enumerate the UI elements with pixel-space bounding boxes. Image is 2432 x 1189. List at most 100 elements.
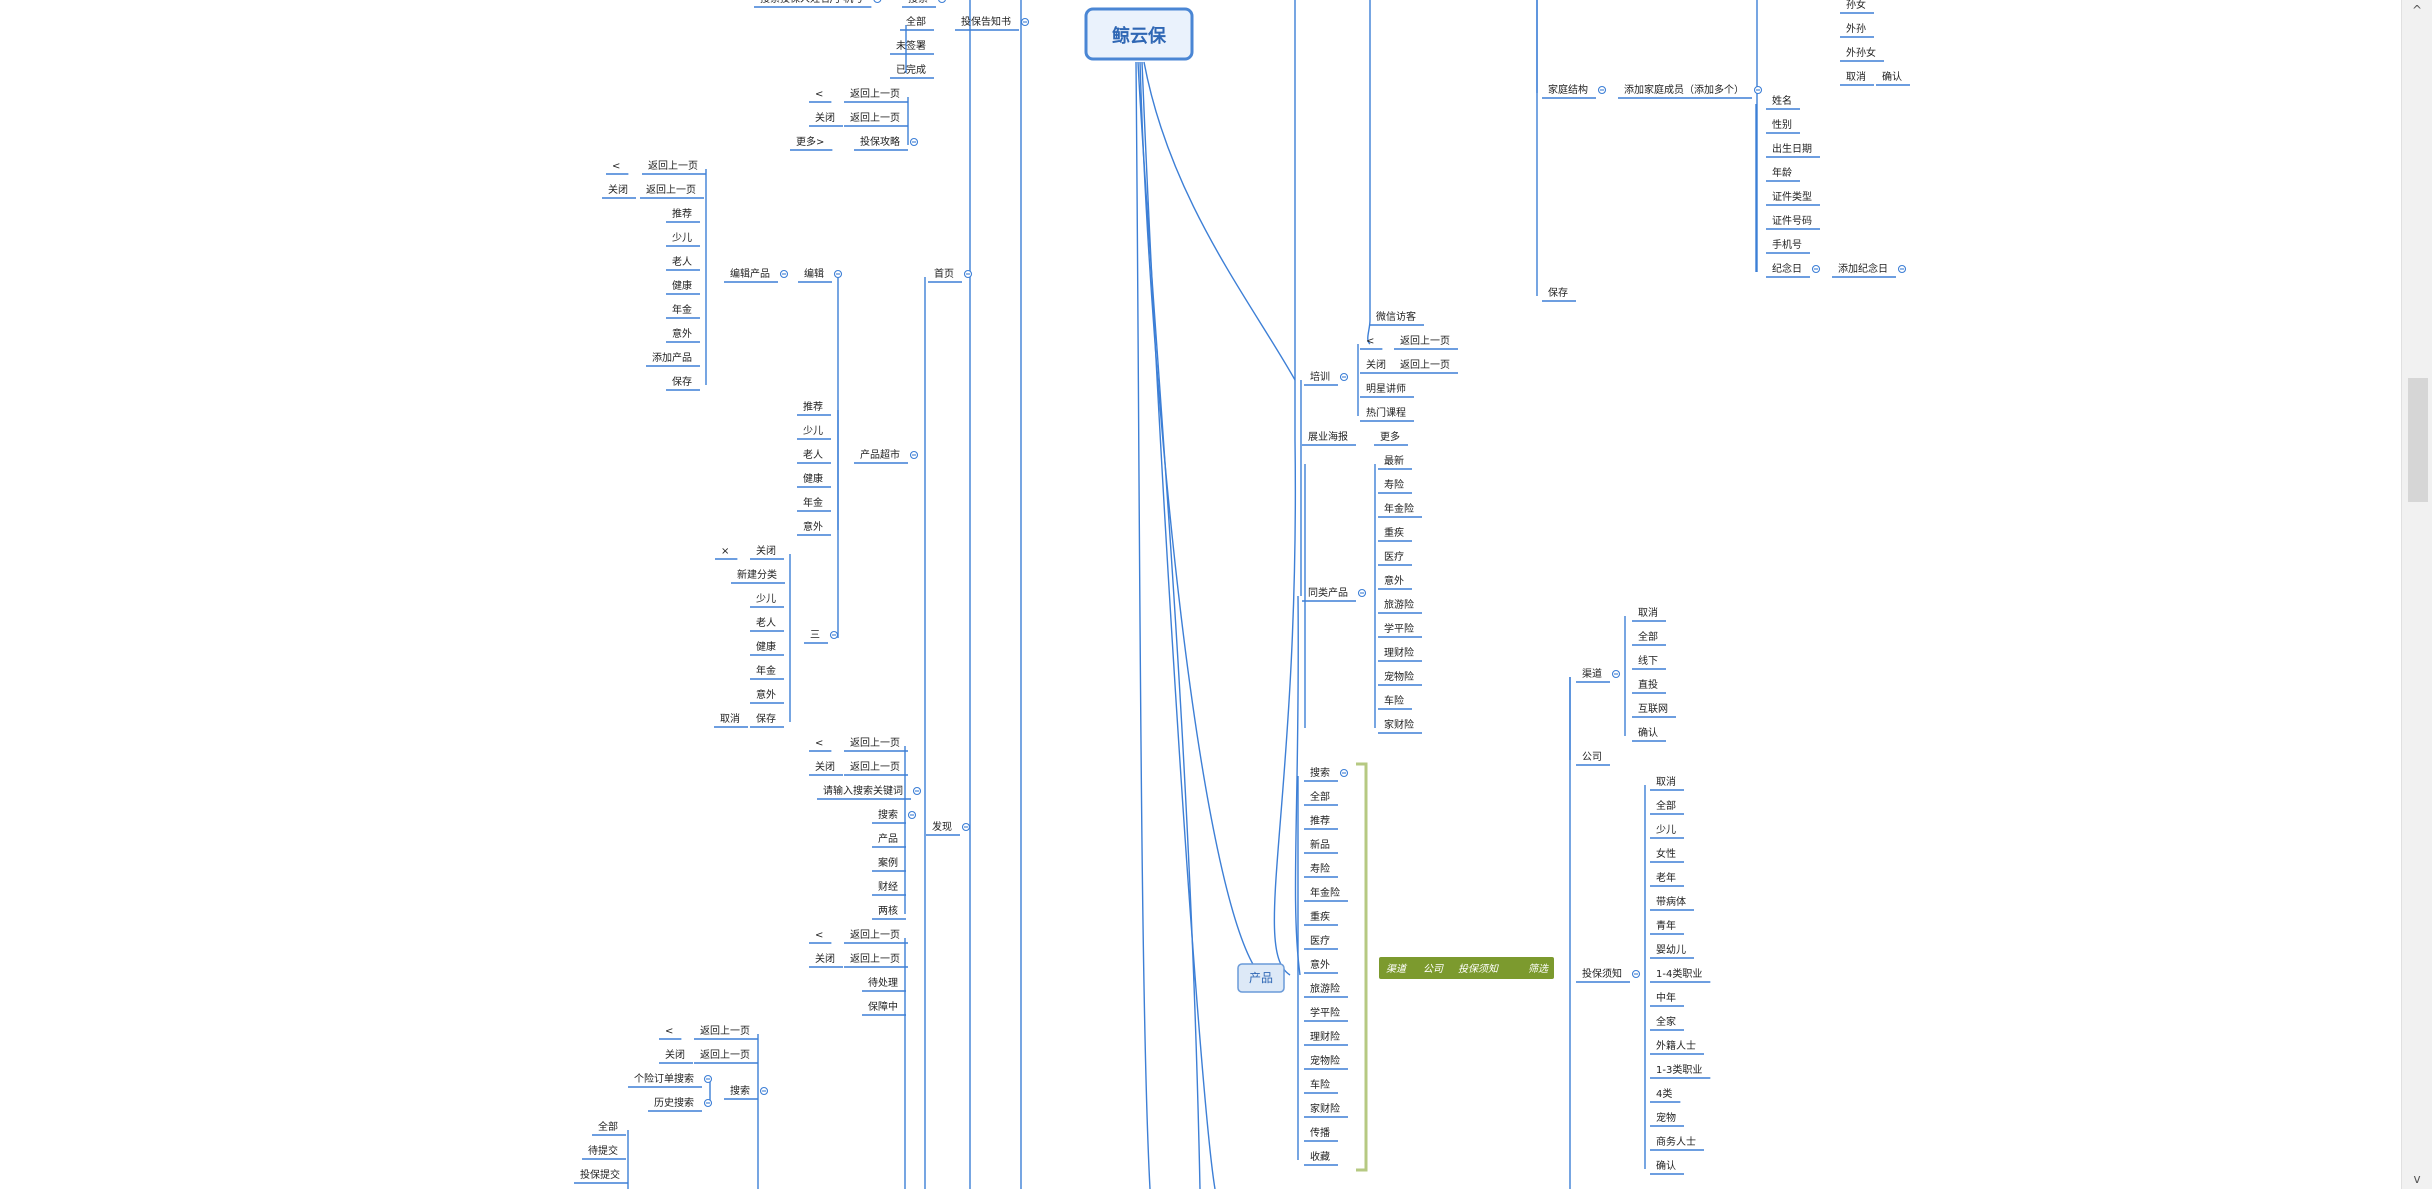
- mindmap-node[interactable]: 中年: [1650, 991, 1684, 1007]
- mindmap-node[interactable]: 关闭: [1360, 358, 1394, 374]
- mindmap-node[interactable]: 展业海报: [1302, 430, 1356, 446]
- mindmap-node[interactable]: 添加家庭成员（添加多个）: [1618, 83, 1763, 99]
- mindmap-node[interactable]: 全部: [1650, 799, 1684, 815]
- mindmap-node[interactable]: 年金: [797, 496, 831, 512]
- mindmap-node[interactable]: 全部: [1632, 630, 1666, 646]
- mindmap-node[interactable]: 外孙: [1840, 22, 1874, 38]
- mindmap-node[interactable]: 全部: [1304, 790, 1338, 806]
- mindmap-node[interactable]: 关闭: [750, 544, 784, 560]
- mindmap-node[interactable]: 关闭: [809, 111, 843, 127]
- mindmap-node[interactable]: 待提交: [582, 1144, 626, 1160]
- mindmap-node[interactable]: 带病体: [1650, 895, 1694, 911]
- mindmap-node[interactable]: 商务人士: [1650, 1135, 1704, 1151]
- mindmap-node[interactable]: 4类: [1650, 1087, 1681, 1103]
- mindmap-node[interactable]: 同类产品: [1302, 586, 1367, 602]
- mindmap-node[interactable]: 返回上一页: [694, 1049, 758, 1064]
- mindmap-node[interactable]: 个险订单搜索: [628, 1072, 713, 1088]
- mindmap-node[interactable]: 婴幼儿: [1650, 943, 1694, 959]
- mindmap-node[interactable]: 医疗: [1378, 550, 1412, 566]
- mindmap-node[interactable]: 已完成: [890, 63, 934, 79]
- filter-bar-item-notice[interactable]: 投保须知: [1458, 963, 1499, 975]
- mindmap-node[interactable]: 历史搜索: [648, 1096, 713, 1112]
- product-node[interactable]: 产品: [1237, 963, 1285, 993]
- mindmap-node[interactable]: 孙女: [1840, 0, 1874, 14]
- mindmap-node[interactable]: 姓名: [1766, 94, 1800, 110]
- mindmap-node[interactable]: 取消: [1632, 606, 1666, 622]
- mindmap-node[interactable]: 老人: [666, 255, 700, 271]
- mindmap-node[interactable]: 新建分类: [731, 568, 785, 584]
- mindmap-node[interactable]: 产品: [872, 832, 906, 848]
- collapse-toggle-icon[interactable]: [938, 0, 946, 4]
- mindmap-node[interactable]: 请输入搜索关键词: [817, 784, 922, 800]
- mindmap-node[interactable]: 纪念日: [1766, 262, 1821, 278]
- mindmap-node[interactable]: 返回上一页: [694, 1025, 758, 1040]
- mindmap-node[interactable]: 财经: [872, 880, 906, 896]
- mindmap-node[interactable]: <: [1360, 336, 1383, 350]
- mindmap-node[interactable]: 意外: [1378, 574, 1412, 590]
- mindmap-node[interactable]: 少儿: [1650, 824, 1684, 839]
- mindmap-node[interactable]: 重疾: [1304, 910, 1338, 926]
- mindmap-node[interactable]: 返回上一页: [640, 184, 704, 199]
- mindmap-node[interactable]: 家财险: [1304, 1102, 1348, 1118]
- mindmap-node[interactable]: 健康: [666, 279, 700, 295]
- mindmap-node[interactable]: 返回上一页: [844, 761, 908, 776]
- mindmap-node[interactable]: 全部: [900, 15, 934, 31]
- mindmap-node[interactable]: 培训: [1304, 370, 1349, 386]
- mindmap-node[interactable]: 学平险: [1378, 622, 1422, 638]
- mindmap-node[interactable]: 确认: [1876, 70, 1910, 86]
- mindmap-node[interactable]: 推荐: [666, 207, 700, 223]
- mindmap-node[interactable]: 意外: [666, 327, 700, 343]
- root-node[interactable]: 鲸云保: [1084, 7, 1194, 61]
- filter-bar-item-company[interactable]: 公司: [1423, 963, 1444, 975]
- mindmap-node[interactable]: 重疾: [1378, 526, 1412, 542]
- mindmap-node[interactable]: 发现: [926, 820, 971, 836]
- mindmap-node[interactable]: 确认: [1650, 1159, 1684, 1175]
- mindmap-node[interactable]: 意外: [1304, 958, 1338, 974]
- mindmap-node[interactable]: 确认: [1632, 726, 1666, 742]
- mindmap-node[interactable]: 健康: [750, 640, 784, 656]
- mindmap-node[interactable]: 公司: [1576, 752, 1610, 766]
- mindmap-node[interactable]: 热门课程: [1360, 406, 1414, 422]
- mindmap-node[interactable]: 渠道: [1576, 667, 1621, 683]
- mindmap-node[interactable]: 推荐: [797, 400, 831, 416]
- vertical-scrollbar[interactable]: ^ v: [2401, 0, 2432, 1189]
- mindmap-node[interactable]: 微信访客: [1370, 310, 1424, 326]
- collapse-toggle-icon[interactable]: [873, 0, 882, 4]
- mindmap-node[interactable]: 车险: [1304, 1078, 1338, 1094]
- mindmap-node[interactable]: 宠物险: [1304, 1054, 1348, 1070]
- mindmap-node[interactable]: 1-3类职业: [1650, 1063, 1711, 1079]
- mindmap-node[interactable]: 全家: [1650, 1015, 1684, 1031]
- mindmap-node[interactable]: <: [809, 89, 832, 103]
- mindmap-node[interactable]: 外籍人士: [1650, 1039, 1704, 1055]
- mindmap-node[interactable]: 年龄: [1766, 166, 1800, 182]
- mindmap-node[interactable]: 年金: [750, 664, 784, 680]
- mindmap-node[interactable]: 关闭: [659, 1048, 693, 1064]
- mindmap-node[interactable]: 投保提交: [574, 1168, 628, 1184]
- mindmap-node[interactable]: 青年: [1650, 919, 1684, 935]
- mindmap-node[interactable]: 待处理: [862, 976, 906, 992]
- mindmap-node[interactable]: 添加纪念日: [1832, 262, 1907, 278]
- mindmap-node[interactable]: 关闭: [602, 183, 636, 199]
- mindmap-node[interactable]: 理财险: [1378, 646, 1422, 662]
- mindmap-node[interactable]: 少儿: [750, 593, 784, 608]
- mindmap-node[interactable]: 编辑: [798, 267, 843, 283]
- mindmap-node[interactable]: 明星讲师: [1360, 382, 1414, 398]
- mindmap-node[interactable]: 车险: [1378, 694, 1412, 710]
- mindmap-node[interactable]: 互联网: [1632, 703, 1676, 718]
- mindmap-node[interactable]: 老年: [1650, 871, 1684, 887]
- mindmap-node[interactable]: 宠物: [1650, 1111, 1684, 1127]
- mindmap-node[interactable]: <: [809, 738, 832, 752]
- mindmap-node[interactable]: 返回上一页: [844, 737, 908, 752]
- mindmap-node[interactable]: 年金: [666, 303, 700, 319]
- mindmap-node[interactable]: 医疗: [1304, 934, 1338, 950]
- mindmap-node[interactable]: 意外: [797, 520, 831, 536]
- mindmap-node[interactable]: 添加产品: [646, 351, 700, 367]
- mindmap-node[interactable]: 取消: [714, 712, 748, 728]
- mindmap-node[interactable]: 传播: [1304, 1126, 1338, 1142]
- filter-bar-item-filter[interactable]: 筛选: [1528, 963, 1549, 975]
- mindmap-node[interactable]: 老人: [750, 616, 784, 632]
- mindmap-node[interactable]: 保存: [666, 375, 700, 391]
- mindmap-node[interactable]: 保存: [1542, 286, 1576, 302]
- mindmap-node[interactable]: 少儿: [797, 425, 831, 440]
- mindmap-node[interactable]: 更多: [1374, 430, 1408, 446]
